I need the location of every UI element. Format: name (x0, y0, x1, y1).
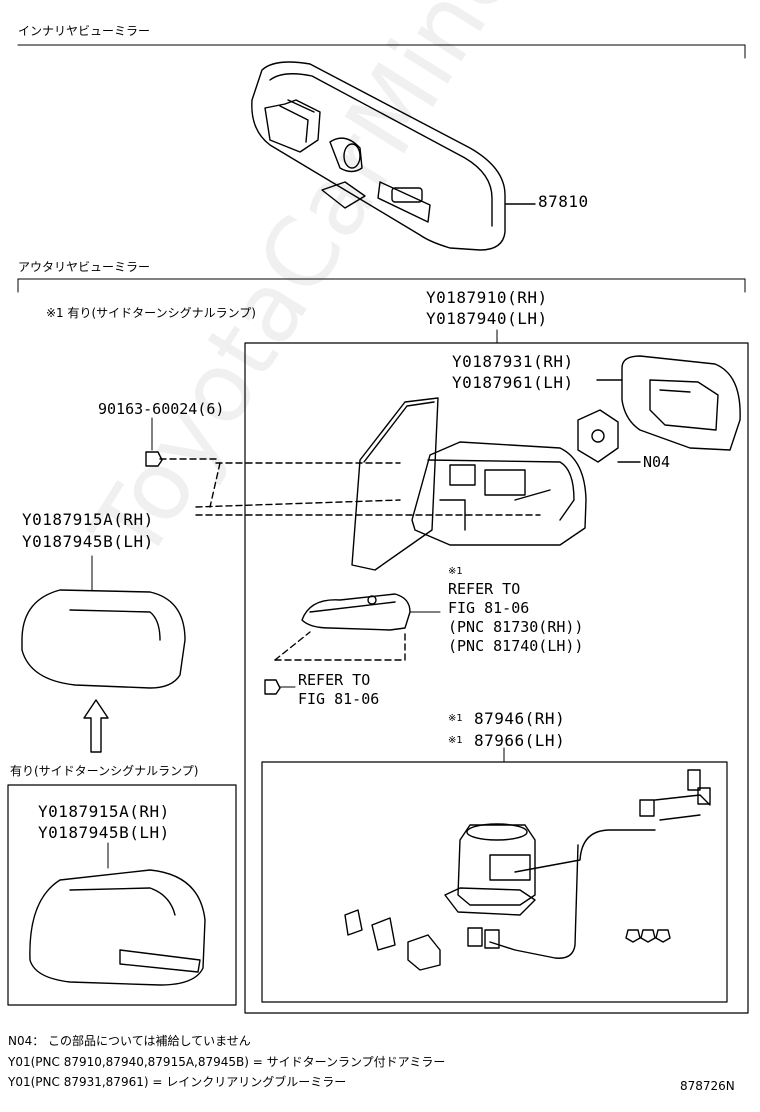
section-bracket-inner (17, 44, 746, 59)
ref1-line3: (PNC 81730(RH)) (448, 618, 584, 636)
part-motor-rh: 87946(RH) (474, 709, 566, 728)
signal-box (7, 784, 237, 1006)
signal-cover-drawing (29, 842, 206, 986)
part-cover2-lh: Y0187945B(LH) (38, 823, 170, 842)
footer-note-3: Y01(PNC 87931,87961) = レインクリアリングブルーミラー (8, 1075, 347, 1089)
motor-lh-mark: ※1 (448, 735, 463, 746)
mirror-housing-drawing (411, 441, 587, 546)
ref2-line2: FIG 81-06 (298, 690, 380, 708)
ref1-line2: FIG 81-06 (448, 599, 530, 617)
part-assy-lh: Y0187940(LH) (426, 309, 548, 328)
part-glass-rh: Y0187931(RH) (452, 352, 574, 371)
part-assy-rh: Y0187910(RH) (426, 288, 548, 307)
part-cover-lh: Y0187945B(LH) (22, 532, 154, 551)
motor-box (261, 761, 728, 1003)
part-n04: N04 (643, 453, 671, 471)
part-glass-lh: Y0187961(LH) (452, 373, 574, 392)
part-cover2-rh: Y0187915A(RH) (38, 802, 170, 821)
section-title-outer: アウタリヤビューミラー (18, 260, 151, 274)
glass-plate-drawing (596, 355, 741, 451)
ref1-mark: ※1 (448, 566, 463, 577)
motor-rh-mark: ※1 (448, 713, 463, 724)
footer-note-2: Y01(PNC 87910,87940,87915A,87945B) = サイド… (8, 1055, 446, 1069)
up-arrow-icon (83, 699, 109, 753)
signal-lamp-drawing (274, 593, 441, 661)
part-motor-lh: 87966(LH) (474, 731, 566, 750)
part-bolt: 90163-60024(6) (98, 400, 225, 418)
mirror-glass-drawing (351, 397, 439, 571)
figure-id: 878726N (680, 1079, 735, 1093)
bolt-drawing (145, 417, 541, 516)
ref2-line1: REFER TO (298, 671, 371, 689)
mirror-cover-drawing (21, 555, 186, 689)
n04-connector-drawing (577, 409, 641, 463)
part-cover-rh: Y0187915A(RH) (22, 510, 154, 529)
part-87810: 87810 (538, 192, 589, 211)
ref1-line1: REFER TO (448, 580, 521, 598)
footer-note-1: N04： この部品については補給していません (8, 1034, 251, 1048)
note-signal: ※1 有り(サイドターンシグナルランプ) (46, 306, 256, 320)
section-bracket-outer (17, 278, 746, 293)
ref1-line4: (PNC 81740(LH)) (448, 637, 584, 655)
screw-drawing (264, 679, 296, 695)
inner-mirror-drawing (251, 61, 536, 251)
section-title-inner: インナリヤビューミラー (18, 24, 151, 38)
motor-drawing (344, 769, 711, 971)
signal-label: 有り(サイドターンシグナルランプ) (10, 764, 199, 778)
